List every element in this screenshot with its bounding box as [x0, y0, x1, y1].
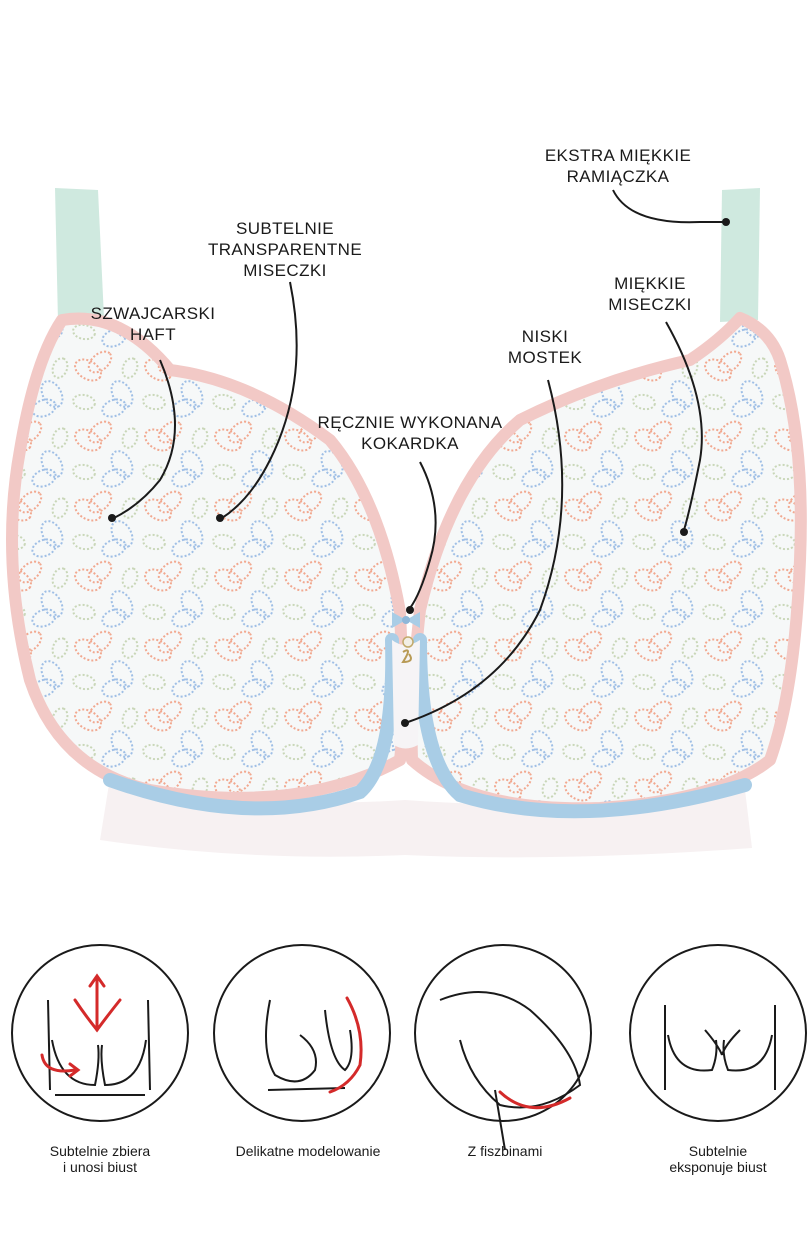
caption-shaping: Delikatne modelowanie [235, 1143, 381, 1159]
callout-lines [113, 189, 724, 723]
left-cup [6, 312, 409, 804]
left-strap [55, 188, 104, 322]
right-cup [405, 312, 807, 815]
shaping-icon [213, 944, 391, 1122]
bow-icon [392, 612, 420, 664]
lift-gather-icon [11, 944, 189, 1122]
cleavage-icon [629, 944, 807, 1122]
right-strap [720, 188, 760, 322]
caption-underwire: Z fiszbinami [467, 1143, 543, 1159]
center-gore [392, 640, 420, 749]
underwire-icon [414, 944, 592, 1151]
left-wire-trim [103, 633, 400, 816]
band [100, 778, 752, 858]
bra-image [6, 188, 807, 858]
right-wire-trim [413, 633, 752, 819]
